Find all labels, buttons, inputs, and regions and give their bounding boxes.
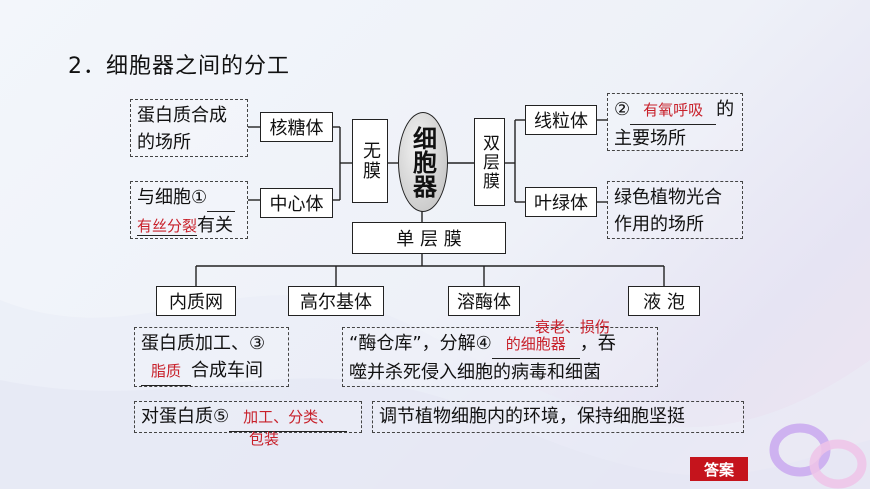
mitochondria-marker: ②: [614, 99, 631, 120]
decorative-rings: [769, 423, 867, 489]
er-function-end: 合成车间: [191, 360, 263, 381]
centrosome-function-end: 有关: [197, 215, 234, 236]
vacuole-function: 调节植物细胞内的环境，保持细胞坚挺: [372, 401, 744, 433]
no-membrane-label: 无膜: [360, 141, 381, 181]
chloroplast-function: 绿色植物光合 作用的场所: [607, 181, 743, 239]
ribosome-function-line2: 的场所: [137, 132, 191, 153]
vacuole-box: 液 泡: [628, 286, 700, 316]
lysosome-function: “酶仓库”，分解④ 的细胞器 ，吞 衰老、损伤 噬并杀死侵入细胞的病毒和细菌: [342, 318, 658, 387]
ribosome-label: 核糖体: [269, 118, 324, 139]
ribosome-function: 蛋白质合成 的场所: [130, 99, 248, 157]
lysosome-answer-line1: 衰老、损伤: [535, 318, 611, 336]
organelle-center-label: 细胞器: [408, 126, 437, 198]
er-label: 内质网: [169, 292, 223, 313]
mitochondria-function: ② 有氧呼吸的 主要场所: [607, 93, 743, 151]
golgi-function: 对蛋白质⑤ 加工、分类、 包装: [134, 401, 362, 448]
double-membrane-label: 双层膜: [479, 133, 499, 191]
centrosome-label: 中心体: [269, 194, 324, 215]
centrosome-function: 与细胞① 有丝分裂有关: [130, 181, 248, 239]
mitochondria-function-line2: 主要场所: [614, 128, 686, 149]
lysosome-label: 溶酶体: [457, 292, 511, 313]
single-membrane-box: 单 层 膜: [352, 222, 506, 254]
er-answer: 脂质: [150, 362, 181, 380]
double-membrane-box: 双层膜: [474, 118, 505, 206]
golgi-label: 高尔基体: [300, 292, 372, 313]
golgi-function-text: 对蛋白质⑤: [141, 406, 230, 427]
mitochondria-answer: 有氧呼吸: [643, 101, 704, 119]
chloroplast-function-line1: 绿色植物光合: [614, 187, 722, 208]
er-function: 蛋白质加工、③ 脂质合成车间: [134, 327, 289, 387]
page-title: 2．细胞器之间的分工: [68, 54, 290, 79]
centrosome-answer: 有丝分裂: [137, 217, 198, 236]
ribosome-function-line1: 蛋白质合成: [137, 105, 227, 126]
lysosome-function-line2: 噬并杀死侵入细胞的病毒和细菌: [349, 362, 601, 383]
chloroplast-label: 叶绿体: [534, 193, 588, 214]
golgi-answer-line1: 加工、分类、: [243, 408, 334, 426]
answer-button[interactable]: 答案: [690, 457, 748, 481]
mitochondria-box: 线粒体: [525, 105, 597, 135]
single-membrane-label: 单 层 膜: [396, 229, 462, 250]
mitochondria-label: 线粒体: [534, 111, 588, 132]
no-membrane-box: 无膜: [352, 119, 388, 203]
golgi-answer-line2: 包装: [249, 430, 280, 448]
chloroplast-box: 叶绿体: [525, 187, 597, 217]
mitochondria-function-end: 的: [716, 99, 735, 120]
chloroplast-function-line2: 作用的场所: [614, 214, 704, 235]
lysosome-function-end: ，吞: [579, 333, 616, 354]
centrosome-box: 中心体: [260, 188, 333, 218]
organelle-center: 细胞器: [398, 112, 448, 212]
er-box: 内质网: [156, 286, 236, 316]
vacuole-label: 液 泡: [643, 292, 685, 313]
lysosome-answer-line2: 的细胞器: [505, 335, 566, 353]
centrosome-function-text: 与细胞①: [137, 187, 208, 208]
vacuole-function-text: 调节植物细胞内的环境，保持细胞坚挺: [379, 406, 685, 427]
er-function-line1: 蛋白质加工、③: [141, 333, 266, 354]
lysosome-function-text: “酶仓库”，分解④: [349, 333, 492, 354]
golgi-box: 高尔基体: [288, 286, 384, 316]
ribosome-box: 核糖体: [260, 112, 333, 142]
lysosome-box: 溶酶体: [448, 286, 520, 316]
